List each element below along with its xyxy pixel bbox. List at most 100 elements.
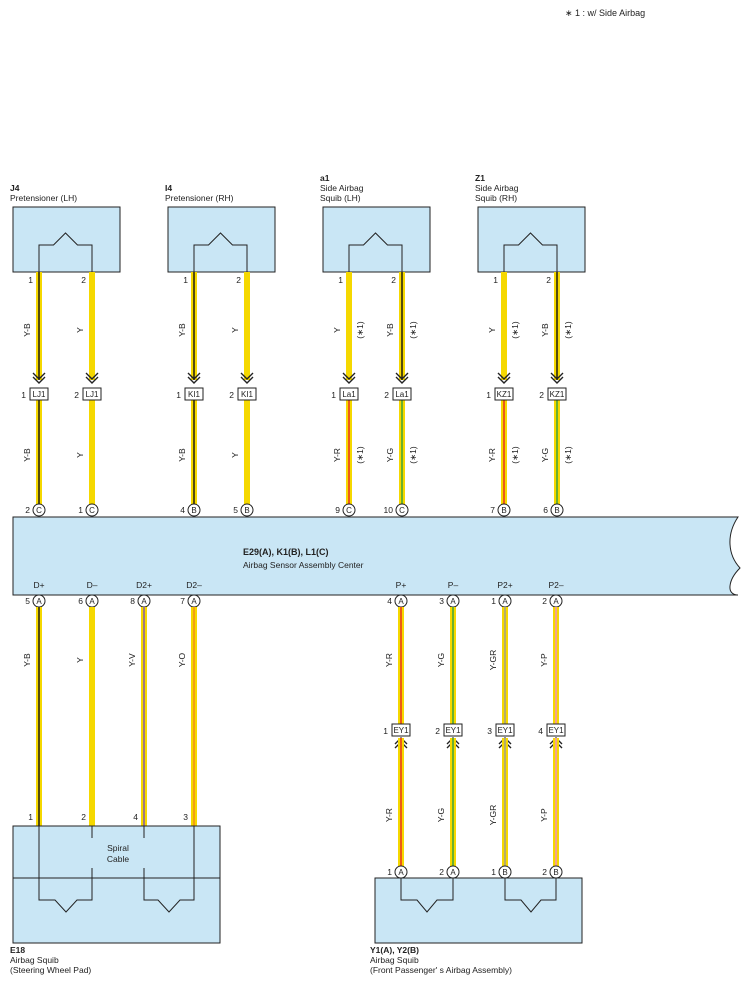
br-wire-3-lower-color: Y-P (539, 808, 549, 822)
top-wire-3-connector (237, 387, 257, 401)
br-wire-2-lower-color: Y-GR (488, 805, 498, 825)
top-wire-5-connector-text: La1 (395, 390, 409, 399)
top-wire-1-connector (82, 387, 102, 401)
top-wire-3-pin: 2 (236, 275, 241, 285)
ecu-code: E29(A), K1(B), L1(C) (243, 547, 329, 557)
top-wire-4-connector-text: La1 (342, 390, 356, 399)
top-wire-7-lower-note: (∗1) (563, 446, 573, 464)
top-wire-4-ecu-pin: 9 (335, 505, 340, 515)
bl-wire-1-color: Y (75, 657, 85, 663)
bl-wire-2-color: Y-V (127, 653, 137, 667)
bl-wire-0-signal: D+ (33, 580, 44, 590)
br-wire-2-conn-pin: 3 (487, 726, 492, 736)
y1-label: Y1(A), Y2(B)Airbag Squib(Front Passenger… (370, 945, 512, 975)
top-wire-3-connector-text: KI1 (241, 390, 254, 399)
bl-wire-0-color: Y-B (22, 653, 32, 667)
top-wire-5-lower-note: (∗1) (408, 446, 418, 464)
top-wire-7-connector-text: KZ1 (550, 390, 565, 399)
br-wire-3-signal: P2– (548, 580, 563, 590)
br-wire-2-connector-text: EY1 (497, 726, 513, 735)
top-wire-2-color: Y-B (177, 323, 187, 337)
top-wire-4-color: Y (332, 327, 342, 333)
top-wire-7-ecu-pin: 6 (543, 505, 548, 515)
br-wire-0-connector (391, 723, 411, 737)
br-wire-1-signal: P– (448, 580, 459, 590)
top-wire-1-ecu-terminal-letter: C (89, 506, 95, 515)
top-wire-0-ecu-terminal-letter: C (36, 506, 42, 515)
e18-squib-1 (38, 826, 93, 913)
br-wire-3-color: Y-P (539, 653, 549, 667)
top-wire-5-conn-pin: 2 (384, 390, 389, 400)
top-wire-7-conn-pin: 2 (539, 390, 544, 400)
bl-wire-3-color: Y-O (177, 652, 187, 667)
br-wire-0-ecu-pin: 4 (387, 596, 392, 606)
br-wire-3-connector-text: EY1 (548, 726, 564, 735)
z1-box (477, 206, 586, 273)
top-wire-2-chevron (187, 372, 201, 384)
br-wire-0-terminal-letter: A (398, 868, 404, 877)
top-wire-7-ecu-terminal (550, 503, 564, 517)
top-wire-1-ecu-terminal (85, 503, 99, 517)
top-wire-1-connector-text: LJ1 (86, 390, 99, 399)
footnote: ∗ 1 : w/ Side Airbag (565, 8, 646, 18)
top-wire-0-conn-pin: 1 (21, 390, 26, 400)
br-wire-2-color: Y-GR (488, 650, 498, 670)
bl-wire-1-ecu-terminal-letter: A (89, 597, 95, 606)
top-wire-0-chevron (32, 372, 46, 384)
bl-wire-3-ecu-pin: 7 (180, 596, 185, 606)
br-wire-3-connector (546, 723, 566, 737)
top-wire-0-lower-color: Y-B (22, 448, 32, 462)
z1-element (503, 232, 558, 272)
br-wire-1-connector-text: EY1 (445, 726, 461, 735)
spiral-cable-text-2: Cable (107, 854, 129, 864)
bl-wire-3-signal: D2– (186, 580, 202, 590)
br-wire-2-signal: P2+ (497, 580, 512, 590)
top-wire-5-color: Y-B (385, 323, 395, 337)
bl-wire-0-ecu-pin: 5 (25, 596, 30, 606)
top-wire-2-connector (184, 387, 204, 401)
br-wire-0-color: Y-R (384, 653, 394, 667)
br-wire-2-pin: 1 (491, 867, 496, 877)
top-wire-2-ecu-terminal (187, 503, 201, 517)
top-wire-1-lower-color: Y (75, 452, 85, 458)
bl-wire-1-pin: 2 (81, 812, 86, 822)
top-wire-7-ecu-terminal-letter: B (554, 506, 559, 515)
top-wire-6-lower-color: Y-R (487, 448, 497, 462)
top-wire-7-color: Y-B (540, 323, 550, 337)
bl-wire-3-ecu-terminal-letter: A (191, 597, 197, 606)
br-wire-0-signal: P+ (396, 580, 407, 590)
spiral-cable-text-1: Spiral (107, 843, 129, 853)
j4-box (12, 206, 121, 273)
top-wire-6-ecu-pin: 7 (490, 505, 495, 515)
top-wire-5-note: (∗1) (408, 321, 418, 339)
top-wire-0-connector-text: LJ1 (33, 390, 46, 399)
br-wire-3-conn-pin: 4 (538, 726, 543, 736)
top-wire-4-pin: 1 (338, 275, 343, 285)
br-wire-1-ecu-pin: 3 (439, 596, 444, 606)
top-wire-5-pin: 2 (391, 275, 396, 285)
top-wire-5-chevron (395, 372, 409, 384)
top-wire-5-ecu-pin: 10 (384, 505, 394, 515)
top-wire-6-chevron (497, 372, 511, 384)
br-wire-0-conn-pin: 1 (383, 726, 388, 736)
top-wire-6-ecu-terminal-letter: B (501, 506, 506, 515)
br-wire-0-connector-text: EY1 (393, 726, 409, 735)
j4-element (38, 232, 93, 272)
top-wire-0-pin: 1 (28, 275, 33, 285)
y2-squib (504, 878, 557, 913)
br-wire-0-lower-color: Y-R (384, 808, 394, 822)
bl-wire-2-pin: 4 (133, 812, 138, 822)
top-wire-0-connector (29, 387, 49, 401)
top-wire-6-conn-pin: 1 (486, 390, 491, 400)
top-wire-7-note: (∗1) (563, 321, 573, 339)
br-wire-1-conn-pin: 2 (435, 726, 440, 736)
top-wire-7-connector (547, 387, 567, 401)
br-wire-1-connector (443, 723, 463, 737)
top-wire-2-ecu-pin: 4 (180, 505, 185, 515)
top-wire-4-ecu-terminal (342, 503, 356, 517)
top-wire-2-lower-color: Y-B (177, 448, 187, 462)
